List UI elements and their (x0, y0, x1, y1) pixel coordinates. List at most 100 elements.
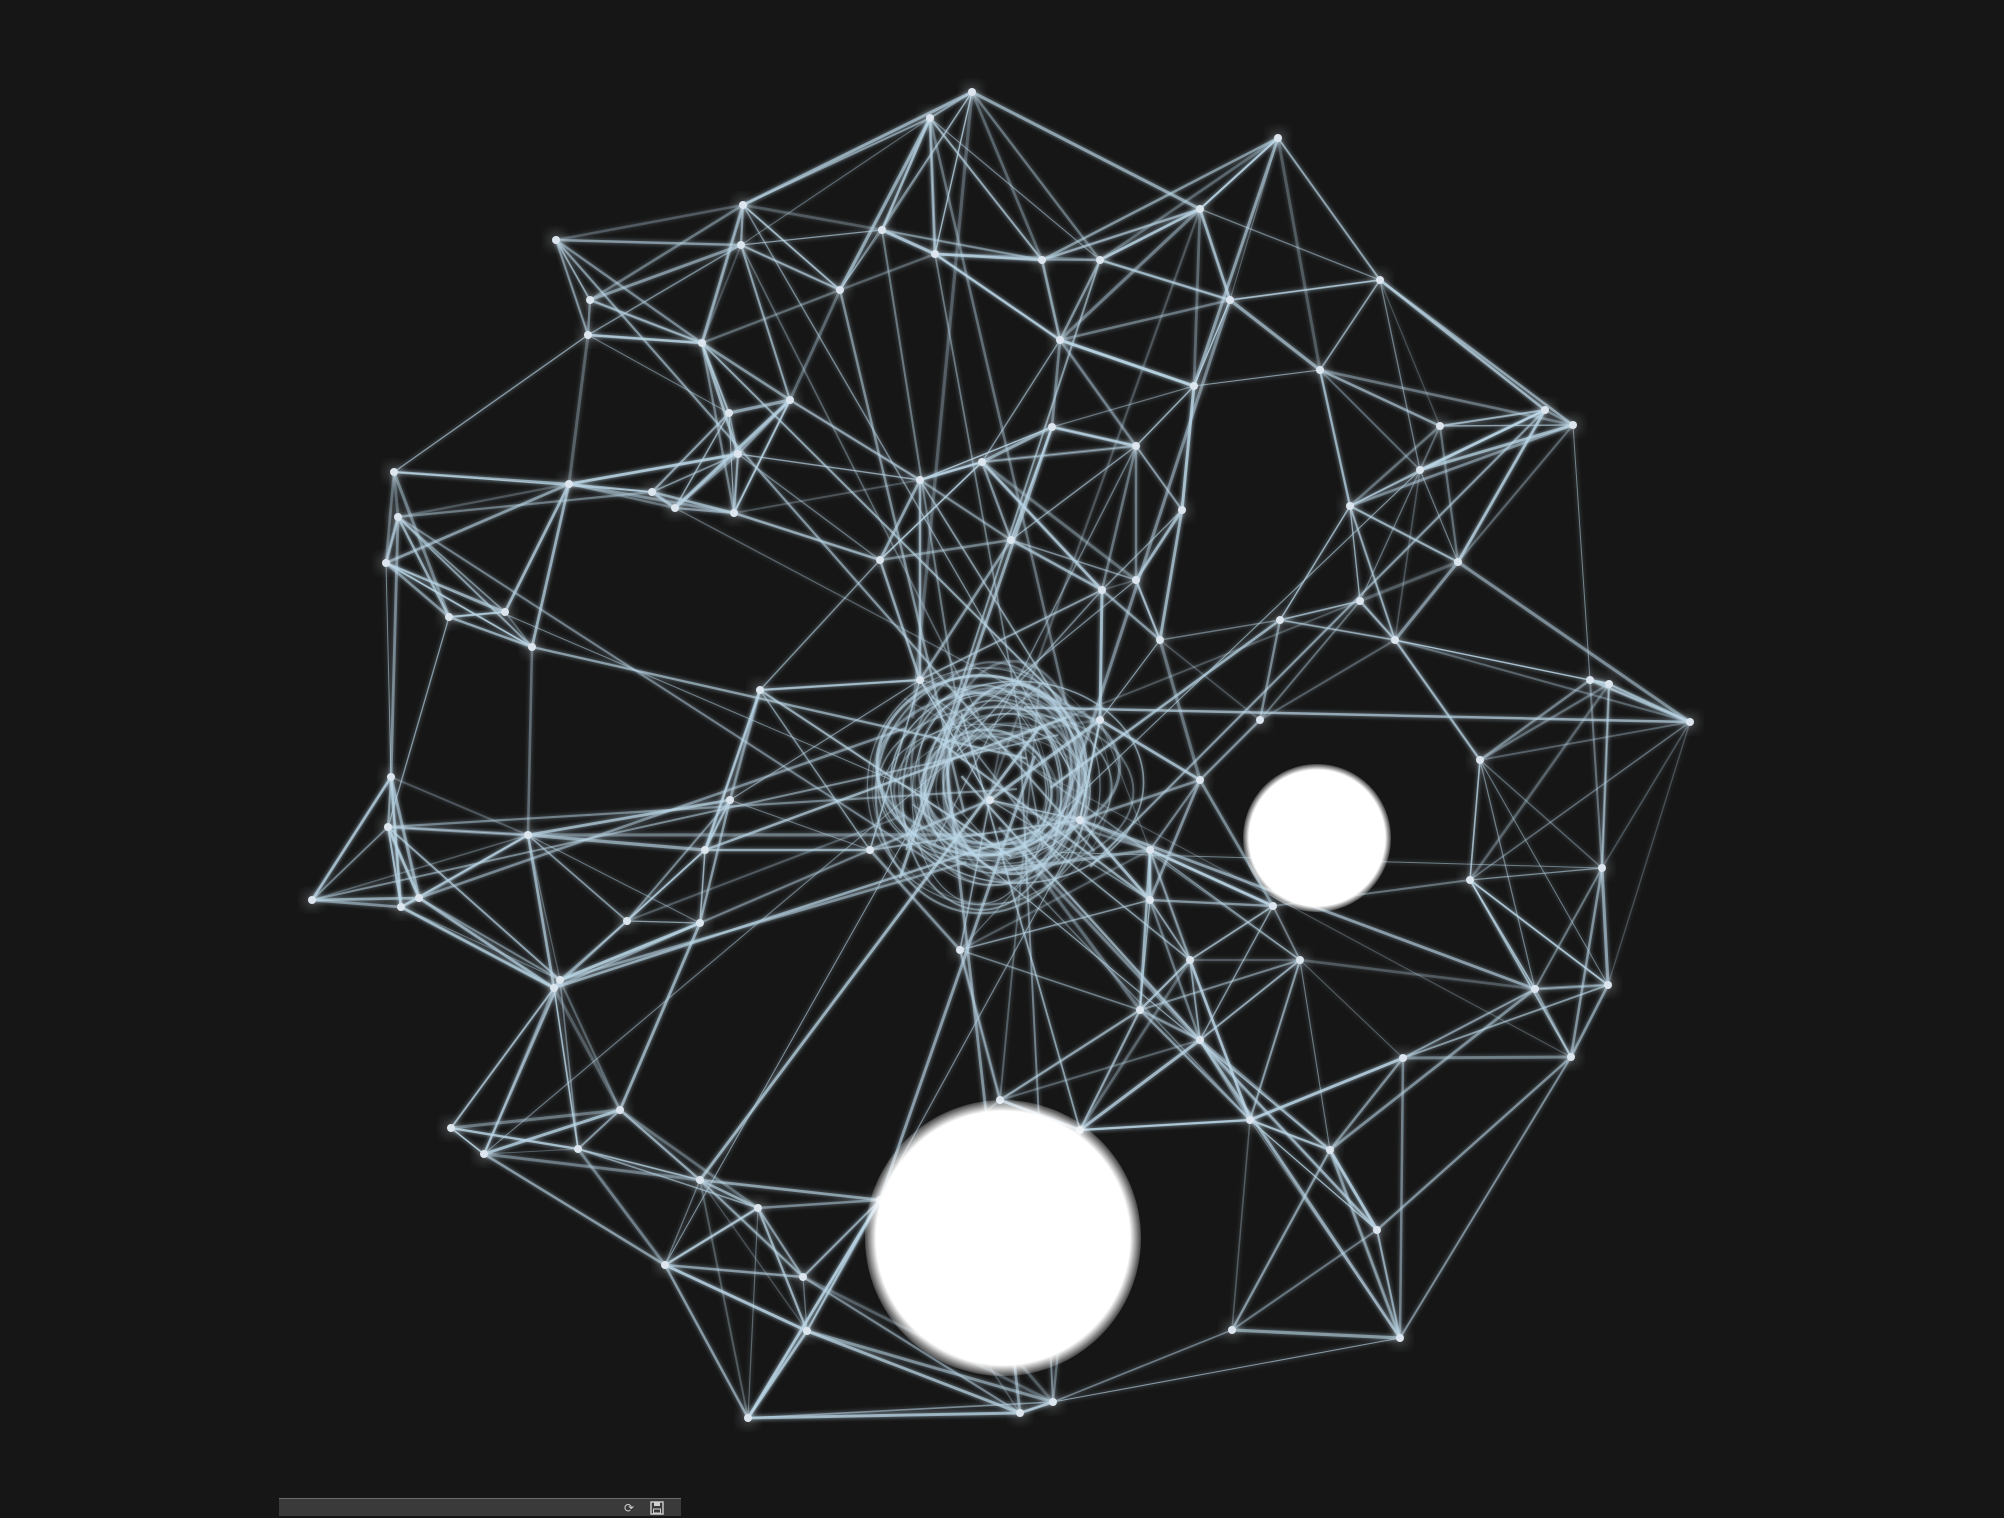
graph-node[interactable] (916, 676, 924, 684)
graph-node[interactable] (744, 1414, 752, 1422)
graph-node[interactable] (1196, 205, 1204, 213)
graph-node[interactable] (1436, 422, 1444, 430)
graph-node[interactable] (756, 686, 764, 694)
graph-node[interactable] (1541, 406, 1549, 414)
graph-node[interactable] (390, 468, 398, 476)
graph-node[interactable] (1276, 616, 1284, 624)
graph-node[interactable] (671, 504, 679, 512)
graph-node[interactable] (878, 226, 886, 234)
graph-node[interactable] (1196, 1036, 1204, 1044)
graph-node[interactable] (623, 917, 631, 925)
graph-node[interactable] (1269, 902, 1277, 910)
graph-node[interactable] (586, 296, 594, 304)
graph-node[interactable] (574, 1145, 582, 1153)
graph-node[interactable] (1399, 1054, 1407, 1062)
graph-node[interactable] (916, 476, 924, 484)
graph-node[interactable] (1531, 985, 1539, 993)
refresh-icon[interactable]: ⟳ (621, 1501, 637, 1515)
graph-node[interactable] (1178, 506, 1186, 514)
highlight-node-large[interactable] (865, 1100, 1141, 1376)
graph-node[interactable] (986, 796, 994, 804)
graph-node[interactable] (447, 1124, 455, 1132)
graph-node[interactable] (1296, 956, 1304, 964)
graph-node[interactable] (1049, 1398, 1057, 1406)
graph-node[interactable] (1476, 756, 1484, 764)
graph-node[interactable] (1246, 1116, 1254, 1124)
graph-node[interactable] (1190, 382, 1198, 390)
graph-node[interactable] (739, 201, 747, 209)
graph-node[interactable] (1056, 336, 1064, 344)
graph-node[interactable] (1326, 1146, 1334, 1154)
graph-node[interactable] (725, 409, 733, 417)
graph-node[interactable] (1346, 502, 1354, 510)
graph-node[interactable] (803, 1327, 811, 1335)
graph-node[interactable] (1096, 256, 1104, 264)
graph-node[interactable] (1136, 1006, 1144, 1014)
graph-node[interactable] (698, 339, 706, 347)
graph-node[interactable] (1604, 981, 1612, 989)
graph-node[interactable] (556, 976, 564, 984)
graph-node[interactable] (528, 643, 536, 651)
graph-node[interactable] (394, 513, 402, 521)
graph-node[interactable] (931, 250, 939, 258)
graph-node[interactable] (1186, 956, 1194, 964)
graph-node[interactable] (1196, 776, 1204, 784)
graph-node[interactable] (384, 823, 392, 831)
graph-node[interactable] (1569, 421, 1577, 429)
graph-node[interactable] (397, 903, 405, 911)
graph-node[interactable] (701, 846, 709, 854)
graph-node[interactable] (754, 1204, 762, 1212)
graph-node[interactable] (1466, 876, 1474, 884)
graph-node[interactable] (956, 946, 964, 954)
graph-node[interactable] (1146, 896, 1154, 904)
graph-node[interactable] (1316, 366, 1324, 374)
graph-node[interactable] (786, 396, 794, 404)
graph-node[interactable] (501, 608, 509, 616)
graph-node[interactable] (1156, 636, 1164, 644)
graph-node[interactable] (1376, 276, 1384, 284)
graph-node[interactable] (480, 1150, 488, 1158)
graph-node[interactable] (524, 831, 532, 839)
graph-node[interactable] (1567, 1053, 1575, 1061)
graph-node[interactable] (876, 556, 884, 564)
graph-node[interactable] (1146, 846, 1154, 854)
graph-node[interactable] (552, 236, 560, 244)
graph-node[interactable] (1048, 423, 1056, 431)
graph-node[interactable] (584, 331, 592, 339)
graph-node[interactable] (968, 88, 976, 96)
graph-node[interactable] (696, 1176, 704, 1184)
graph-node[interactable] (737, 241, 745, 249)
graph-node[interactable] (1373, 1226, 1381, 1234)
graph-node[interactable] (1356, 597, 1364, 605)
graph-node[interactable] (799, 1273, 807, 1281)
graph-node[interactable] (1605, 680, 1613, 688)
graph-node[interactable] (730, 509, 738, 517)
graph-node[interactable] (836, 286, 844, 294)
graph-node[interactable] (661, 1261, 669, 1269)
graph-node[interactable] (1096, 716, 1104, 724)
graph-node[interactable] (387, 773, 395, 781)
graph-node[interactable] (1256, 716, 1264, 724)
graph-node[interactable] (1098, 586, 1106, 594)
graph-node[interactable] (1132, 442, 1140, 450)
graph-node[interactable] (1228, 1326, 1236, 1334)
graph-node[interactable] (1274, 134, 1282, 142)
highlight-node-medium[interactable] (1243, 764, 1391, 912)
graph-node[interactable] (1226, 296, 1234, 304)
graph-node[interactable] (1038, 256, 1046, 264)
graph-node[interactable] (726, 796, 734, 804)
graph-node[interactable] (1391, 636, 1399, 644)
graph-node[interactable] (616, 1106, 624, 1114)
graph-node[interactable] (1598, 864, 1606, 872)
graph-node[interactable] (1132, 576, 1140, 584)
graph-node[interactable] (1396, 1334, 1404, 1342)
graph-node[interactable] (1416, 466, 1424, 474)
graph-node[interactable] (415, 894, 423, 902)
graph-node[interactable] (1454, 558, 1462, 566)
graph-node[interactable] (696, 919, 704, 927)
graph-node[interactable] (926, 114, 934, 122)
graph-node[interactable] (565, 480, 573, 488)
graph-node[interactable] (978, 458, 986, 466)
